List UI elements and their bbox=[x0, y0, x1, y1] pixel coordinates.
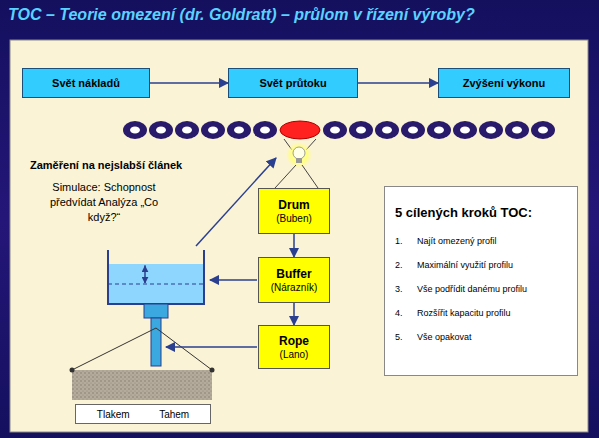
chain-link bbox=[505, 121, 529, 139]
flow-arrow bbox=[150, 82, 228, 84]
node-text: Rope bbox=[279, 334, 309, 348]
feed-arrow bbox=[210, 279, 257, 281]
push-pull-box: Tlakem Tahem bbox=[75, 404, 211, 424]
flow-arrow bbox=[293, 303, 295, 325]
node-text: Drum bbox=[278, 198, 309, 212]
chain-link bbox=[149, 121, 173, 139]
chain-link bbox=[123, 121, 147, 139]
title: TOC – Teorie omezení (dr. Goldratt) – pr… bbox=[8, 6, 475, 24]
simulation-note: Simulace: Schopnost předvídat Analýza „C… bbox=[40, 180, 168, 225]
feed-arrow bbox=[166, 346, 257, 348]
strings bbox=[72, 328, 212, 370]
flow-arrow bbox=[358, 82, 438, 84]
world-box: Svět průtoku bbox=[228, 68, 358, 98]
chain-link bbox=[227, 121, 251, 139]
anchor-dot bbox=[210, 368, 215, 373]
node-text: Tlakem bbox=[97, 409, 130, 420]
step-list: 1.Najít omezený profil 2.Maximální využit… bbox=[395, 236, 567, 342]
chain-link-hole bbox=[382, 127, 392, 134]
weak-link bbox=[280, 121, 320, 139]
step-text: Maximální využití profilu bbox=[417, 260, 567, 270]
chain-link-hole bbox=[356, 127, 366, 134]
chain-link bbox=[253, 121, 277, 139]
step-number: 5. bbox=[395, 332, 417, 342]
world-box: Zvýšení výkonu bbox=[438, 68, 570, 98]
chain-link-hole bbox=[156, 127, 166, 134]
chain-link bbox=[323, 121, 347, 139]
chain-link bbox=[453, 121, 477, 139]
step-number: 3. bbox=[395, 284, 417, 294]
chain-link-hole bbox=[330, 127, 340, 134]
chain-link bbox=[201, 121, 225, 139]
chain-link-hole bbox=[408, 127, 418, 134]
chain-link-hole bbox=[538, 127, 548, 134]
step-text: Vše opakovat bbox=[417, 332, 567, 342]
steps-box: 5 cílených kroků TOC: 1.Najít omezený pro… bbox=[384, 186, 578, 376]
step-number: 4. bbox=[395, 308, 417, 318]
step-number: 2. bbox=[395, 260, 417, 270]
chain-link-hole bbox=[234, 127, 244, 134]
node-text: (Lano) bbox=[280, 349, 309, 360]
chain-link-hole bbox=[260, 127, 270, 134]
rope-box: Rope(Lano) bbox=[258, 325, 330, 369]
buffer-box: Buffer(Nárazník) bbox=[258, 257, 330, 303]
node-text: Svět nákladů bbox=[52, 77, 120, 89]
chain-link-hole bbox=[182, 127, 192, 134]
chain-link bbox=[479, 121, 503, 139]
anchor-dot bbox=[70, 368, 75, 373]
panel bbox=[10, 40, 588, 432]
ground bbox=[72, 370, 212, 400]
chain-link-hole bbox=[130, 127, 140, 134]
chain-link bbox=[427, 121, 451, 139]
chain-link-hole bbox=[512, 127, 522, 134]
tank bbox=[108, 250, 204, 366]
chain-link bbox=[531, 121, 555, 139]
chain bbox=[123, 121, 555, 139]
chain-link-hole bbox=[486, 127, 496, 134]
chain-link bbox=[401, 121, 425, 139]
node-text: Svět průtoku bbox=[259, 77, 326, 89]
chain-link bbox=[375, 121, 399, 139]
list-heading: 5 cílených kroků TOC: bbox=[395, 205, 567, 220]
chain-link-hole bbox=[208, 127, 218, 134]
world-box: Svět nákladů bbox=[22, 68, 150, 98]
node-text: (Buben) bbox=[276, 213, 312, 224]
chain-link bbox=[175, 121, 199, 139]
drum-box: Drum(Buben) bbox=[258, 188, 330, 234]
node-text: Buffer bbox=[276, 267, 311, 281]
node-text: Tahem bbox=[159, 409, 189, 420]
lightbulb bbox=[275, 139, 318, 188]
step-number: 1. bbox=[395, 236, 417, 246]
node-text: Zvýšení výkonu bbox=[463, 77, 546, 89]
flow-arrow bbox=[293, 234, 295, 257]
chain-link-hole bbox=[434, 127, 444, 134]
chain-link-hole bbox=[460, 127, 470, 134]
step-text: Rozšířit kapacitu profilu bbox=[417, 308, 567, 318]
node-text: (Nárazník) bbox=[271, 282, 318, 293]
chain-link bbox=[349, 121, 373, 139]
focus-note: Zaměření na nejslabší článek bbox=[30, 158, 210, 173]
step-text: Vše podřídit danému profilu bbox=[417, 284, 567, 294]
step-text: Najít omezený profil bbox=[417, 236, 567, 246]
